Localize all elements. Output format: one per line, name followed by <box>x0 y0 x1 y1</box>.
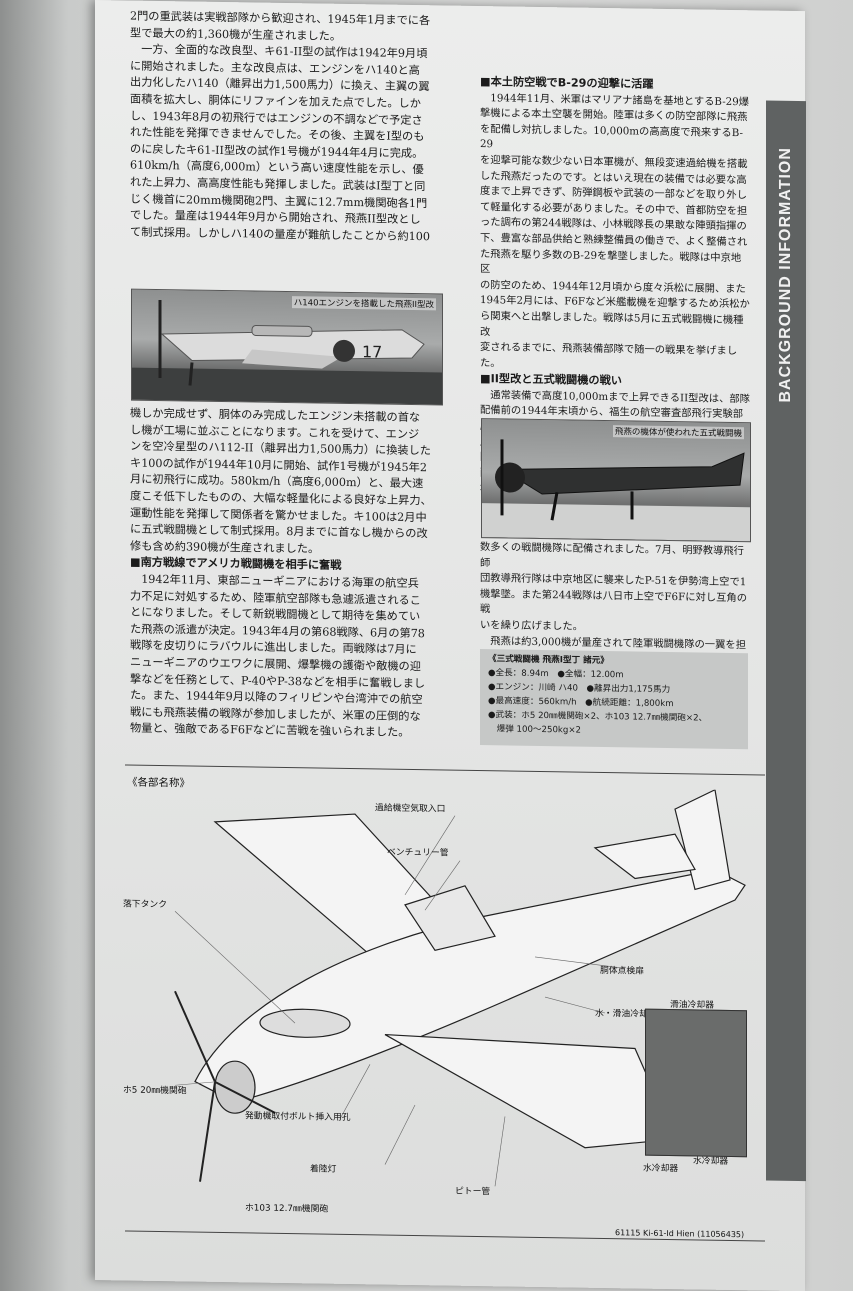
photo1-caption: ハ140エンジンを搭載した飛燕II型改 <box>291 296 436 311</box>
left-column-bottom: 機しか完成せず、胴体のみ完成したエンジン未搭載の首なし機が工場に並ぶことになりま… <box>130 406 460 743</box>
tail-plane <box>593 833 696 880</box>
label-droptank: 落下タンク <box>123 899 167 911</box>
right-wing <box>384 1033 676 1149</box>
drop-tank <box>259 1008 351 1038</box>
text-line: 機撃墜。また第244戦隊は八日市上空でF6Fに対し互角の戦 <box>480 587 748 616</box>
aircraft-line-drawing <box>174 788 746 1187</box>
spinner <box>214 1060 256 1114</box>
text-line: 数多くの戦闘機隊に配備されました。7月、明野教導飛行師 <box>480 541 744 569</box>
photo-ki61-ii-kai: 17 ハ140エンジンを搭載した飛燕II型改 <box>131 288 443 406</box>
label-intake: 過給機空気取入口 <box>375 803 446 815</box>
divider-top <box>125 764 765 776</box>
text-line: た飛燕を駆り多数のB-29を撃墜しました。戦隊は中京地区 <box>480 247 742 276</box>
text-line: ら関東へと出撃しました。戦隊は5月に五式戦闘機に機種改 <box>480 309 744 338</box>
photo-type5-fighter: 飛燕の機体が使われた五式戦闘機 <box>481 418 751 543</box>
side-banner-text: BACKGROUND INFORMATION <box>777 146 794 403</box>
canopy <box>404 885 496 952</box>
photo2-caption: 飛燕の機体が使われた五式戦闘機 <box>612 425 744 440</box>
spec-box: 《三式戦闘機 飛燕I型丁 諸元》●全長：8.94m ●全幅：12.00m●エンジ… <box>480 649 748 750</box>
svg-text:17: 17 <box>362 342 382 361</box>
label-bolt-hole: 発動機取付ボルト挿入用孔 <box>245 1111 351 1124</box>
label-fuselage-hatch: 胴体点検扉 <box>600 965 644 977</box>
label-water-cooler-1: 水冷却器 <box>643 1163 679 1175</box>
instruction-sheet: BACKGROUND INFORMATION 2門の重武装は実戦部隊から歓迎され… <box>95 0 806 1291</box>
label-landing-light: 着陸灯 <box>310 1164 337 1175</box>
cooler-detail-image <box>645 1008 747 1158</box>
left-column-top: 2門の重武装は実戦部隊から歓迎され、1945年1月までに各型で最大の約1,360… <box>130 9 460 246</box>
label-pitot: ピトー管 <box>455 1186 491 1198</box>
label-venturi: ベンチュリー管 <box>387 847 449 859</box>
label-ho5: ホ5 20㎜機関砲 <box>123 1085 187 1097</box>
side-banner: BACKGROUND INFORMATION <box>766 100 806 1182</box>
fuselage <box>194 869 746 1103</box>
type5-photo-svg <box>482 439 750 542</box>
label-ho103: ホ103 12.7㎜機関砲 <box>245 1203 329 1215</box>
text-line: を配備し対抗しました。10,000mの高高度で飛来するB-29 <box>480 122 743 151</box>
tail-fin <box>674 788 731 891</box>
text-line: 変されるまでに、飛燕装備部隊で随一の戦果を挙げました。 <box>480 341 738 370</box>
plane-photo-svg: 17 <box>132 299 442 405</box>
